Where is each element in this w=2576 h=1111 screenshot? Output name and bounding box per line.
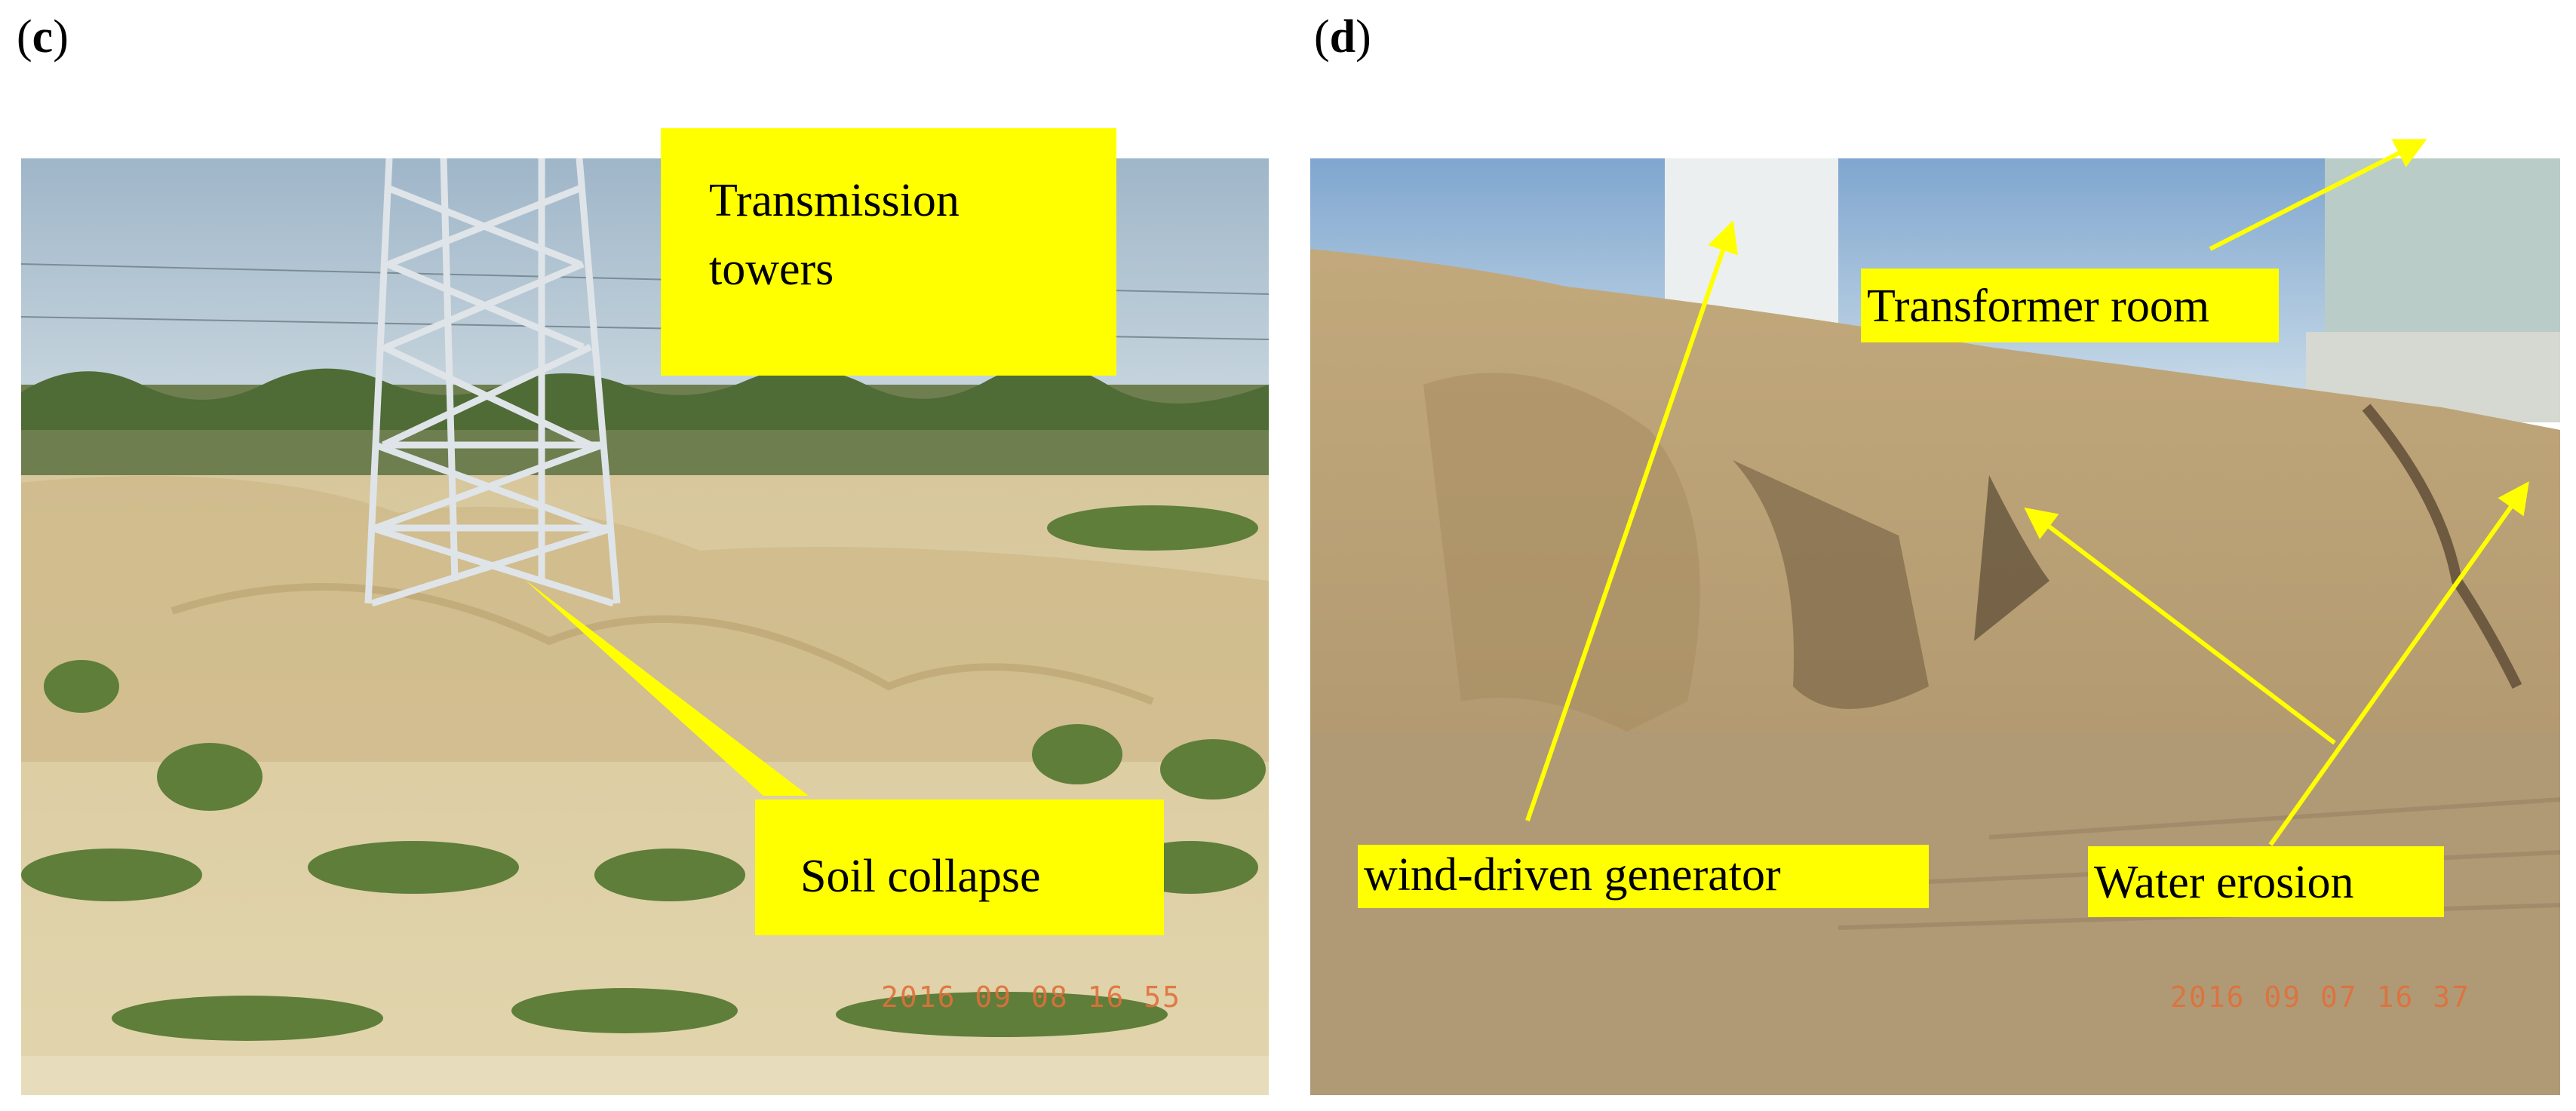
soil-collapse-text: Soil collapse [800, 851, 1041, 902]
soil-collapse-label: Soil collapse [755, 799, 1164, 935]
towers-label-line2: towers [709, 244, 834, 296]
photo-timestamp: 2016 09 07 16 37 [2170, 981, 2471, 1014]
transmission-towers-label: Transmission towers [661, 128, 1116, 376]
water-erosion-text: Water erosion [2094, 857, 2354, 908]
wind-generator-text: wind-driven generator [1364, 849, 1781, 901]
panel-letter: d [1329, 11, 1356, 63]
wind-generator-label: wind-driven generator [1358, 845, 1929, 908]
towers-label-line1: Transmission [709, 175, 959, 226]
transmission-tower [364, 158, 621, 607]
transformer-room-label: Transformer room [1861, 269, 2279, 342]
photo-timestamp: 2016 09 08 16 55 [881, 981, 1182, 1014]
panel-label-d: (d) [1314, 11, 1371, 63]
panel-letter: c [32, 11, 54, 63]
panel-label-c: (c) [17, 11, 69, 63]
transformer-room-text: Transformer room [1867, 281, 2210, 332]
water-erosion-label: Water erosion [2088, 846, 2444, 917]
